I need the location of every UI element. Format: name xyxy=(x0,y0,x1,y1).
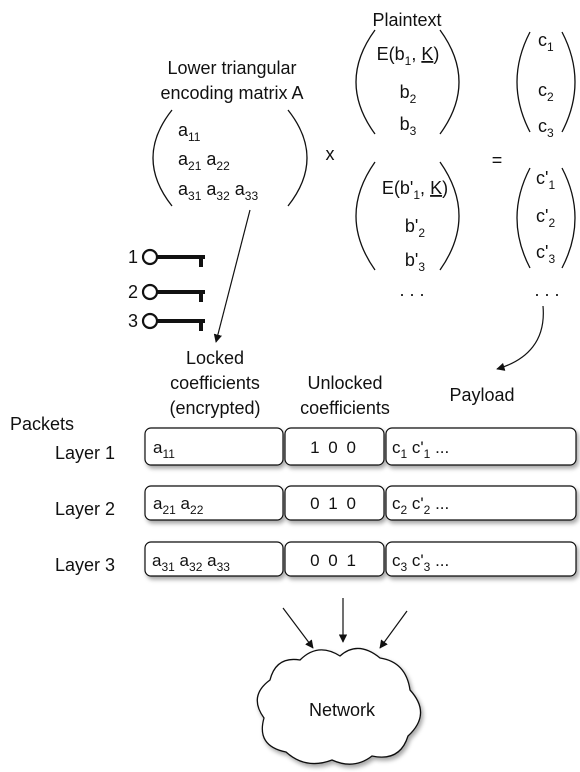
layer-2-unlocked-value: 0 1 0 xyxy=(310,494,358,513)
matrix-row-2: a21​ a22​ xyxy=(178,149,230,173)
layer-3-payload-value: c3​ c'3​ ... xyxy=(392,551,449,574)
layer-1-unlocked-field xyxy=(284,427,385,466)
plaintext-block1: E(b1​, K) b2​ b3​ xyxy=(377,44,440,138)
packet-layer-2: Layer 2 a21​ a22​ 0 1 0 c2​ c'2​ ... xyxy=(55,485,577,521)
matrix-row-1: a11​ xyxy=(178,120,201,144)
layer-3-unlocked-field xyxy=(284,541,385,577)
layer-3-locked-field xyxy=(144,541,284,577)
layer-2-unlocked-field xyxy=(284,485,385,521)
key-label-2: 2 xyxy=(128,282,138,302)
payload-label: Payload xyxy=(449,385,514,405)
matrix-left-paren xyxy=(152,109,173,207)
plaintext-ellipsis: . . . xyxy=(399,280,424,300)
key-icon-2: 2 xyxy=(128,282,205,302)
packets-label: Packets xyxy=(10,414,74,434)
layer-1-payload-field xyxy=(385,427,577,466)
coded-ellipsis: . . . xyxy=(534,280,559,300)
matrix-to-locked-arrow xyxy=(213,209,251,343)
coded-block1: c1​ c2​ c3​ xyxy=(538,30,554,140)
coded-block1-left-paren xyxy=(516,31,531,133)
coded-b1-row-2: c2​ xyxy=(538,80,554,104)
equals-symbol: = xyxy=(492,150,503,170)
plaintext-b1-row-3: b3​ xyxy=(400,114,417,138)
plaintext-block2-left-paren xyxy=(355,161,376,271)
key-icon-3: 3 xyxy=(128,311,205,331)
matrix-title-line1: Lower triangular xyxy=(167,58,296,78)
plaintext-b2-row-1: E(b'1​, K) xyxy=(382,178,448,202)
coded-b1-row-1: c1​ xyxy=(538,30,554,54)
coded-block2: c'1​ c'2​ c'3​ xyxy=(536,168,555,266)
network-arrow-right xyxy=(379,610,408,649)
plaintext-b2-row-3: b'3​ xyxy=(405,250,425,274)
coded-block2-left-paren xyxy=(516,167,531,269)
network-label: Network xyxy=(309,700,376,720)
packet-layer-1: Layer 1 a11​ 1 0 0 c1​ c'1​ ... xyxy=(55,427,577,466)
layer-2-locked-field xyxy=(144,485,284,521)
coded-b2-row-1: c'1​ xyxy=(536,168,555,192)
layer-1-locked-value: a11​ xyxy=(153,438,175,461)
plaintext-block1-right-paren xyxy=(439,29,460,135)
plaintext-b1-row-1: E(b1​, K) xyxy=(377,44,440,68)
unlocked-label-line2: coefficients xyxy=(300,398,390,418)
packet-layer-3: Layer 3 a31​ a32​ a33​ 0 0 1 c3​ c'3​ ..… xyxy=(55,541,577,577)
network-cloud-icon xyxy=(256,647,422,765)
layer-1-label: Layer 1 xyxy=(55,443,115,463)
layer-1-locked-field xyxy=(144,427,284,466)
key-label-1: 1 xyxy=(128,247,138,267)
layer-3-label: Layer 3 xyxy=(55,555,115,575)
matrix-row-3: a31​ a32​ a33​ xyxy=(178,179,258,203)
locked-label-line2: coefficients xyxy=(170,373,260,393)
layer-1-payload-value: c1​ c'1​ ... xyxy=(392,438,449,461)
coded-to-payload-arrow xyxy=(496,305,544,371)
layer-2-label: Layer 2 xyxy=(55,499,115,519)
coded-b1-row-3: c3​ xyxy=(538,116,554,140)
plaintext-b1-row-2: b2​ xyxy=(400,82,417,106)
network-arrow-left xyxy=(282,607,314,649)
layer-2-payload-value: c2​ c'2​ ... xyxy=(392,494,449,517)
locked-label-line3: (encrypted) xyxy=(169,398,260,418)
key-icon-1: 1 xyxy=(128,247,205,267)
plaintext-block2: E(b'1​, K) b'2​ b'3​ xyxy=(382,178,448,274)
layer-1-unlocked-value: 1 0 0 xyxy=(310,438,358,457)
multiply-symbol: x xyxy=(326,144,335,164)
coded-b2-row-2: c'2​ xyxy=(536,206,555,230)
plaintext-block1-left-paren xyxy=(355,29,376,135)
plaintext-b2-row-2: b'2​ xyxy=(405,216,425,240)
key-label-3: 3 xyxy=(128,311,138,331)
plaintext-title: Plaintext xyxy=(372,10,441,30)
matrix-entries: a11​ a21​ a22​ a31​ a32​ a33​ xyxy=(178,120,258,203)
matrix-title-line2: encoding matrix A xyxy=(160,83,303,103)
layer-3-payload-field xyxy=(385,541,577,577)
coded-block2-right-paren xyxy=(561,167,576,269)
locked-label-line1: Locked xyxy=(186,348,244,368)
plaintext-block2-right-paren xyxy=(439,161,460,271)
coded-b2-row-3: c'3​ xyxy=(536,242,555,266)
layer-3-locked-value: a31​ a32​ a33​ xyxy=(152,551,230,574)
layer-2-payload-field xyxy=(385,485,577,521)
layer-3-unlocked-value: 0 0 1 xyxy=(310,551,358,570)
layer-2-locked-value: a21​ a22​ xyxy=(153,494,204,517)
matrix-right-paren xyxy=(287,109,308,207)
unlocked-label-line1: Unlocked xyxy=(307,373,382,393)
coded-block1-right-paren xyxy=(561,31,576,133)
